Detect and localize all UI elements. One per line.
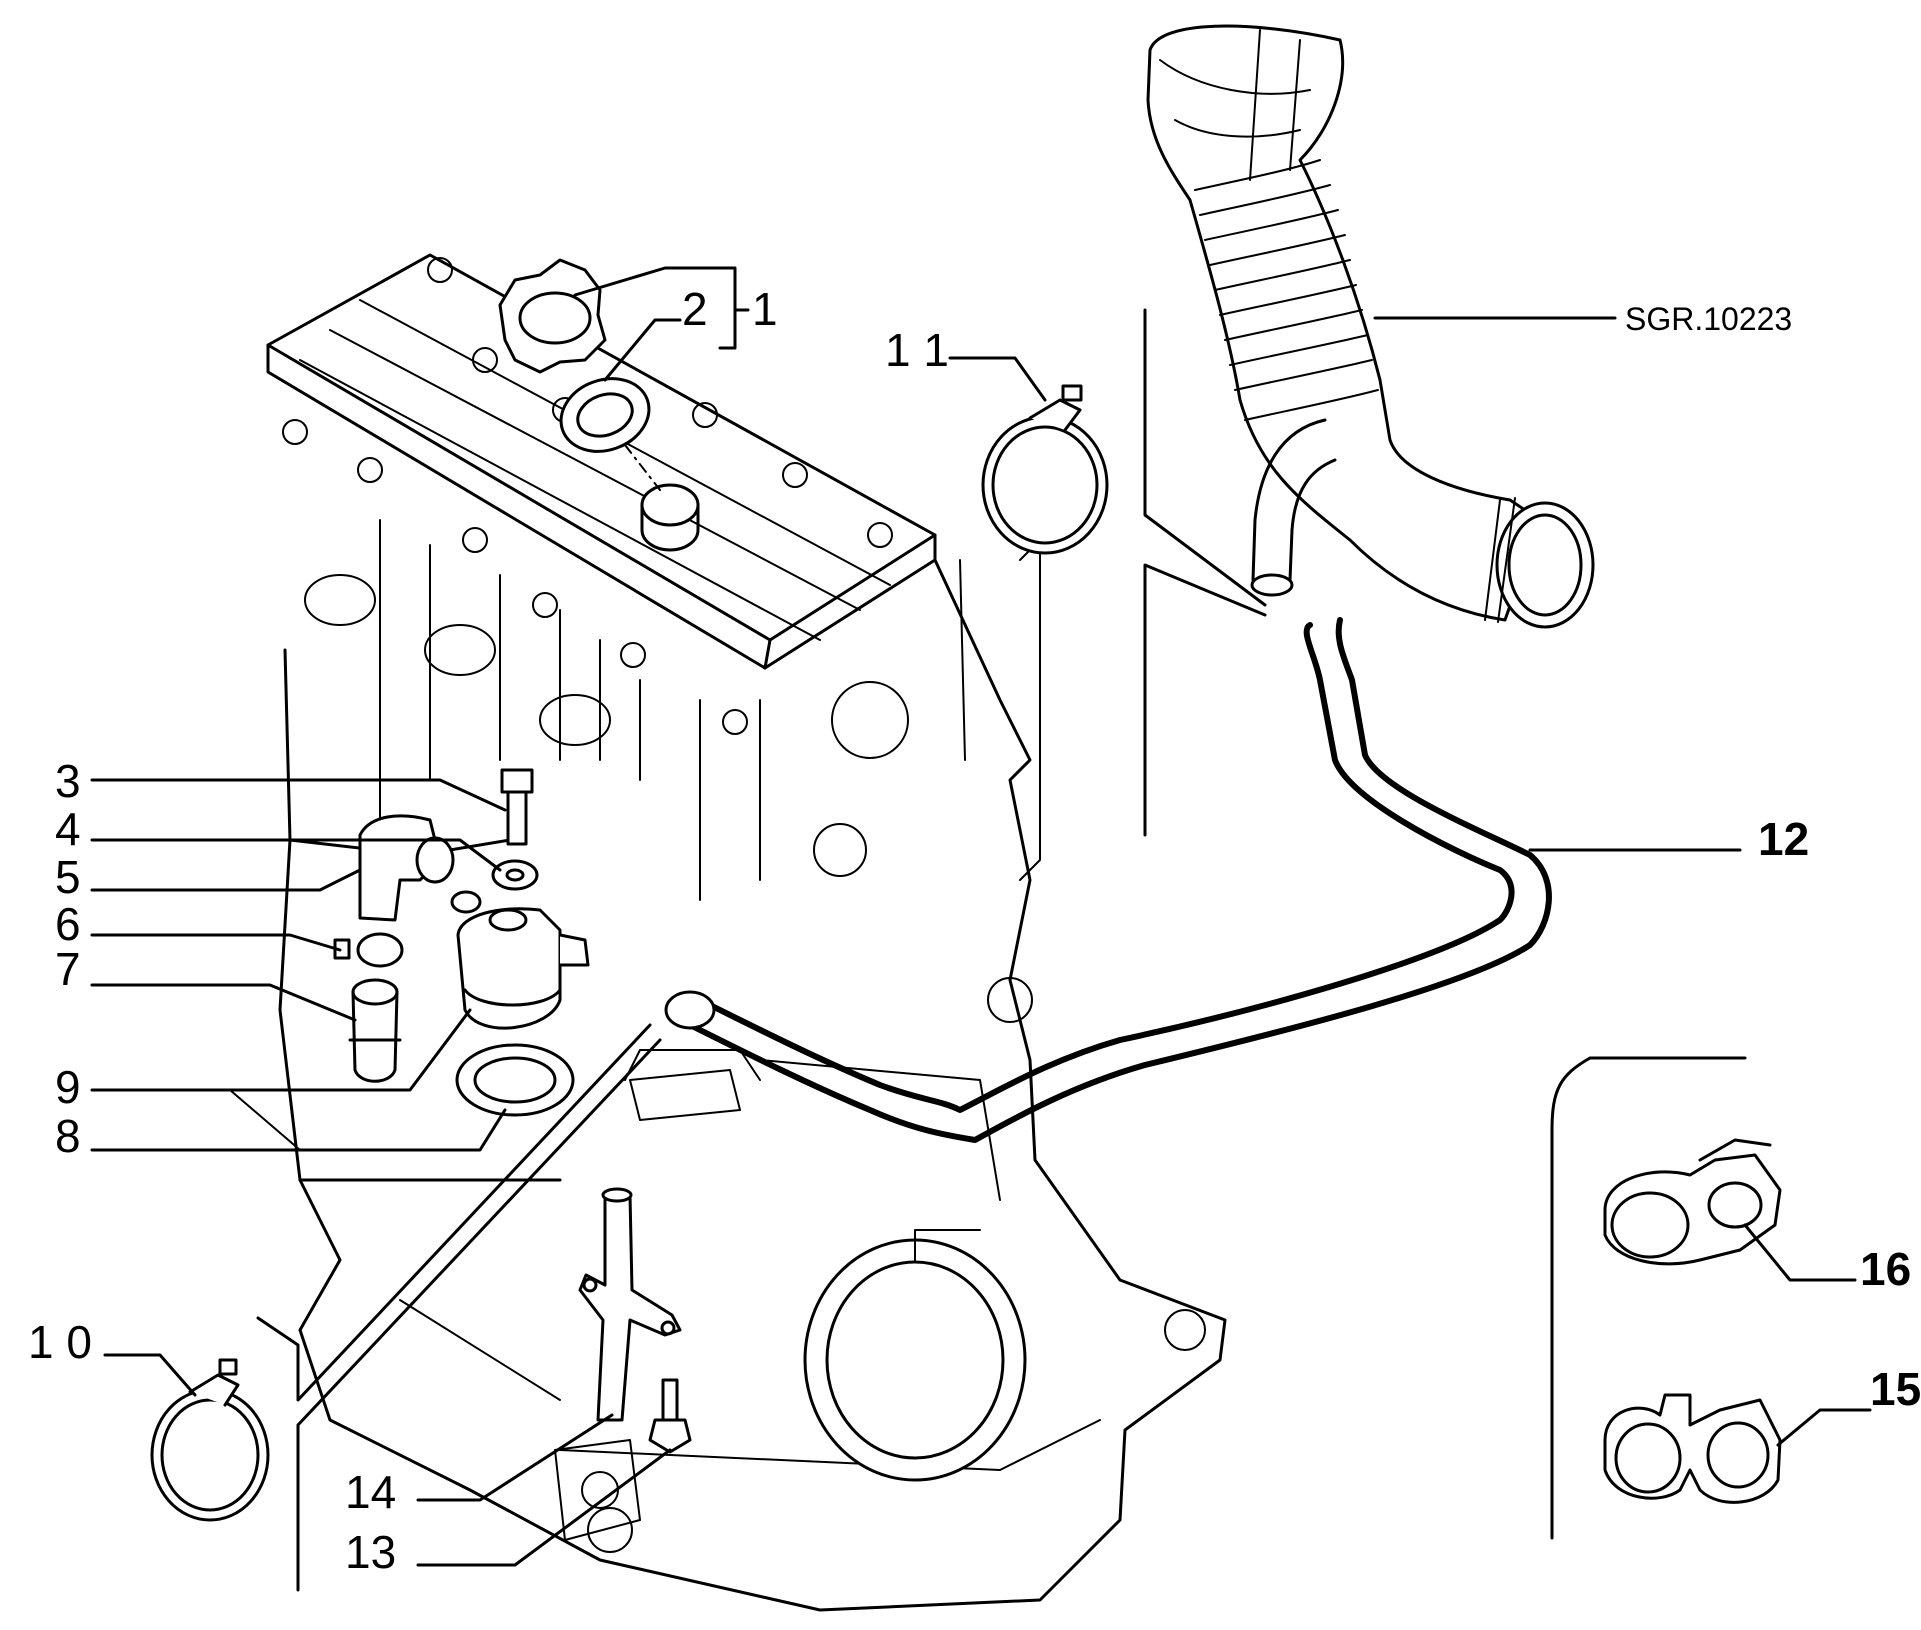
elbow-hose-5 xyxy=(358,814,455,922)
leader-3 xyxy=(90,778,507,812)
leader-6 xyxy=(90,933,342,952)
screw-13 xyxy=(648,1378,692,1454)
leader-1 xyxy=(573,266,750,350)
oil-separator-9 xyxy=(450,890,590,1030)
leader-9 xyxy=(90,1008,472,1092)
cap-axis-line xyxy=(624,444,661,491)
inset-frame xyxy=(1550,1056,1747,1540)
lower-bracket-line xyxy=(256,1023,662,1592)
bracket-line xyxy=(1143,308,1267,837)
part-label-3: 3 xyxy=(55,755,81,807)
part-label-16: 16 xyxy=(1860,1243,1911,1295)
leader-14 xyxy=(416,1413,614,1502)
part-label-8: 8 xyxy=(55,1110,81,1162)
hose-clamp-11 xyxy=(981,384,1109,555)
washer-4 xyxy=(491,859,539,891)
air-intake-duct xyxy=(1146,24,1595,629)
bolt-3 xyxy=(500,768,534,846)
leader-2 xyxy=(603,318,682,382)
part-label-11: 1 1 xyxy=(885,324,949,376)
leader-4 xyxy=(90,838,502,872)
part-label-10: 1 0 xyxy=(28,1316,92,1368)
leader-10 xyxy=(103,1353,197,1397)
oil-filler-cap xyxy=(498,258,607,374)
leader-13 xyxy=(416,1448,672,1567)
gasket-8 xyxy=(455,1043,575,1117)
twin-hose-clip-15 xyxy=(1603,1393,1782,1504)
part-label-12: 12 xyxy=(1758,813,1809,865)
twin-hose-clip-16 xyxy=(1603,1138,1782,1266)
part-label-6: 6 xyxy=(55,898,81,950)
part-label-7: 7 xyxy=(55,943,81,995)
small-clamp-6 xyxy=(333,932,404,968)
part-label-5: 5 xyxy=(55,851,81,903)
leader-7 xyxy=(90,983,357,1022)
pipe-fitting-7 xyxy=(348,978,402,1083)
part-label-9: 9 xyxy=(55,1061,81,1113)
leader-8 xyxy=(90,1108,507,1152)
part-label-13: 13 xyxy=(345,1526,396,1578)
reference-code: SGR.10223 xyxy=(1625,301,1792,337)
part-label-1: 1 xyxy=(752,283,778,335)
hose-clamp-10 xyxy=(150,1358,270,1522)
leader-11 xyxy=(948,356,1047,402)
oil-filler-seal xyxy=(559,377,651,453)
part-label-2: 2 xyxy=(682,283,708,335)
dipstick-tube-14 xyxy=(578,1187,682,1422)
leader-5 xyxy=(90,868,362,892)
part-label-15: 15 xyxy=(1870,1363,1921,1415)
leader-15 xyxy=(1776,1408,1872,1447)
leader-16 xyxy=(1743,1223,1857,1282)
part-label-4: 4 xyxy=(55,803,81,855)
part-label-14: 14 xyxy=(345,1466,396,1518)
breather-hose-12 xyxy=(664,617,1552,1143)
